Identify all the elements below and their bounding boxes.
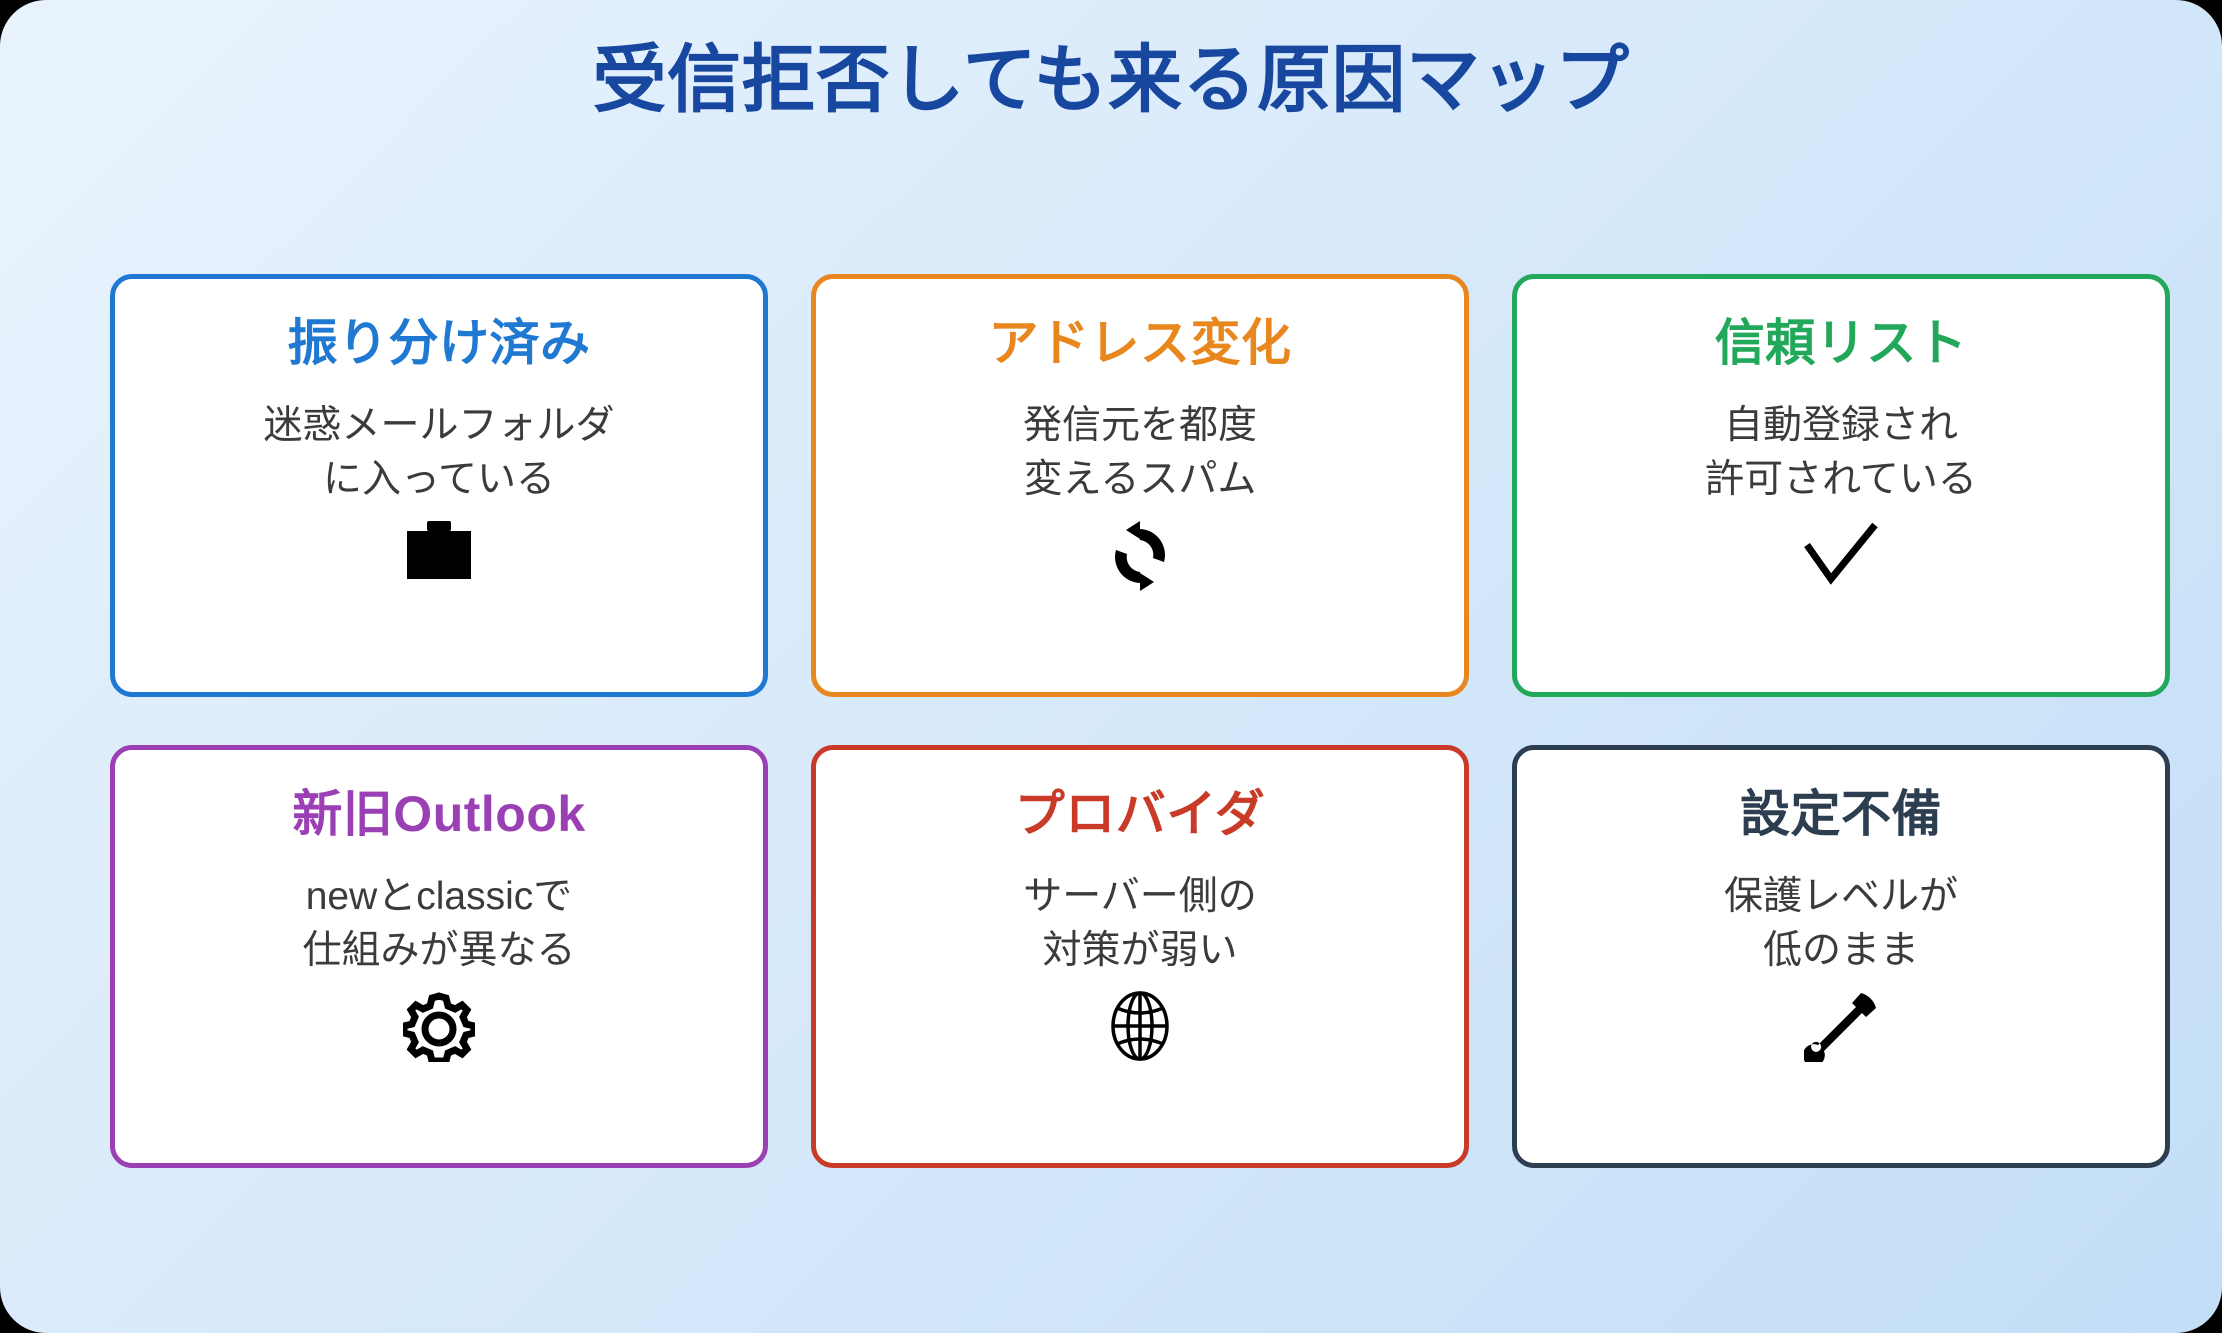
card-title: プロバイダ (1014, 786, 1266, 842)
card-description: 保護レベルが 低のまま (1723, 875, 1958, 972)
card-title: アドレス変化 (988, 315, 1292, 371)
globe-icon-svg (1111, 990, 1169, 1061)
refresh-cycle-icon (1106, 519, 1174, 603)
card-description: 発信元を都度 変えるスパム (1022, 404, 1257, 501)
card-title: 設定不備 (1740, 786, 1942, 842)
cause-card[interactable]: 信頼リスト 自動登録され 許可されている (1512, 274, 2170, 697)
cause-card[interactable]: 新旧Outlook newとclassicで 仕組みが異なる (110, 745, 768, 1168)
cause-card[interactable]: 振り分け済み 迷惑メールフォルダ に入っている (110, 274, 768, 697)
wrench-icon (1802, 990, 1878, 1072)
cause-card[interactable]: プロバイダ サーバー側の 対策が弱い (811, 745, 1469, 1168)
card-title: 新旧Outlook (292, 786, 586, 842)
cause-card[interactable]: アドレス変化 発信元を都度 変えるスパム (811, 274, 1469, 697)
check-mark-icon (1801, 519, 1881, 595)
card-description: newとclassicで 仕組みが異なる (302, 875, 576, 972)
cause-card[interactable]: 設定不備 保護レベルが 低のまま (1512, 745, 2170, 1168)
check-mark-icon-svg (1804, 522, 1878, 585)
card-description: サーバー側の 対策が弱い (1023, 875, 1257, 972)
gear-icon (400, 990, 478, 1072)
cause-card-grid: 振り分け済み 迷惑メールフォルダ に入っている アドレス変化 発信元を都度 変え… (110, 274, 2170, 1168)
page-title: 受信拒否しても来る原因マップ (592, 38, 1630, 121)
card-description: 迷惑メールフォルダ に入っている (263, 404, 615, 501)
card-title: 信頼リスト (1714, 315, 1968, 371)
briefcase-icon-svg (407, 520, 471, 579)
refresh-cycle-icon-svg (1115, 520, 1165, 591)
card-title: 振り分け済み (287, 315, 591, 371)
globe-icon (1109, 990, 1171, 1072)
gear-icon-svg (400, 991, 478, 1065)
card-description: 自動登録され 許可されている (1705, 404, 1977, 501)
briefcase-icon (403, 519, 475, 595)
wrench-icon-svg (1802, 992, 1876, 1066)
